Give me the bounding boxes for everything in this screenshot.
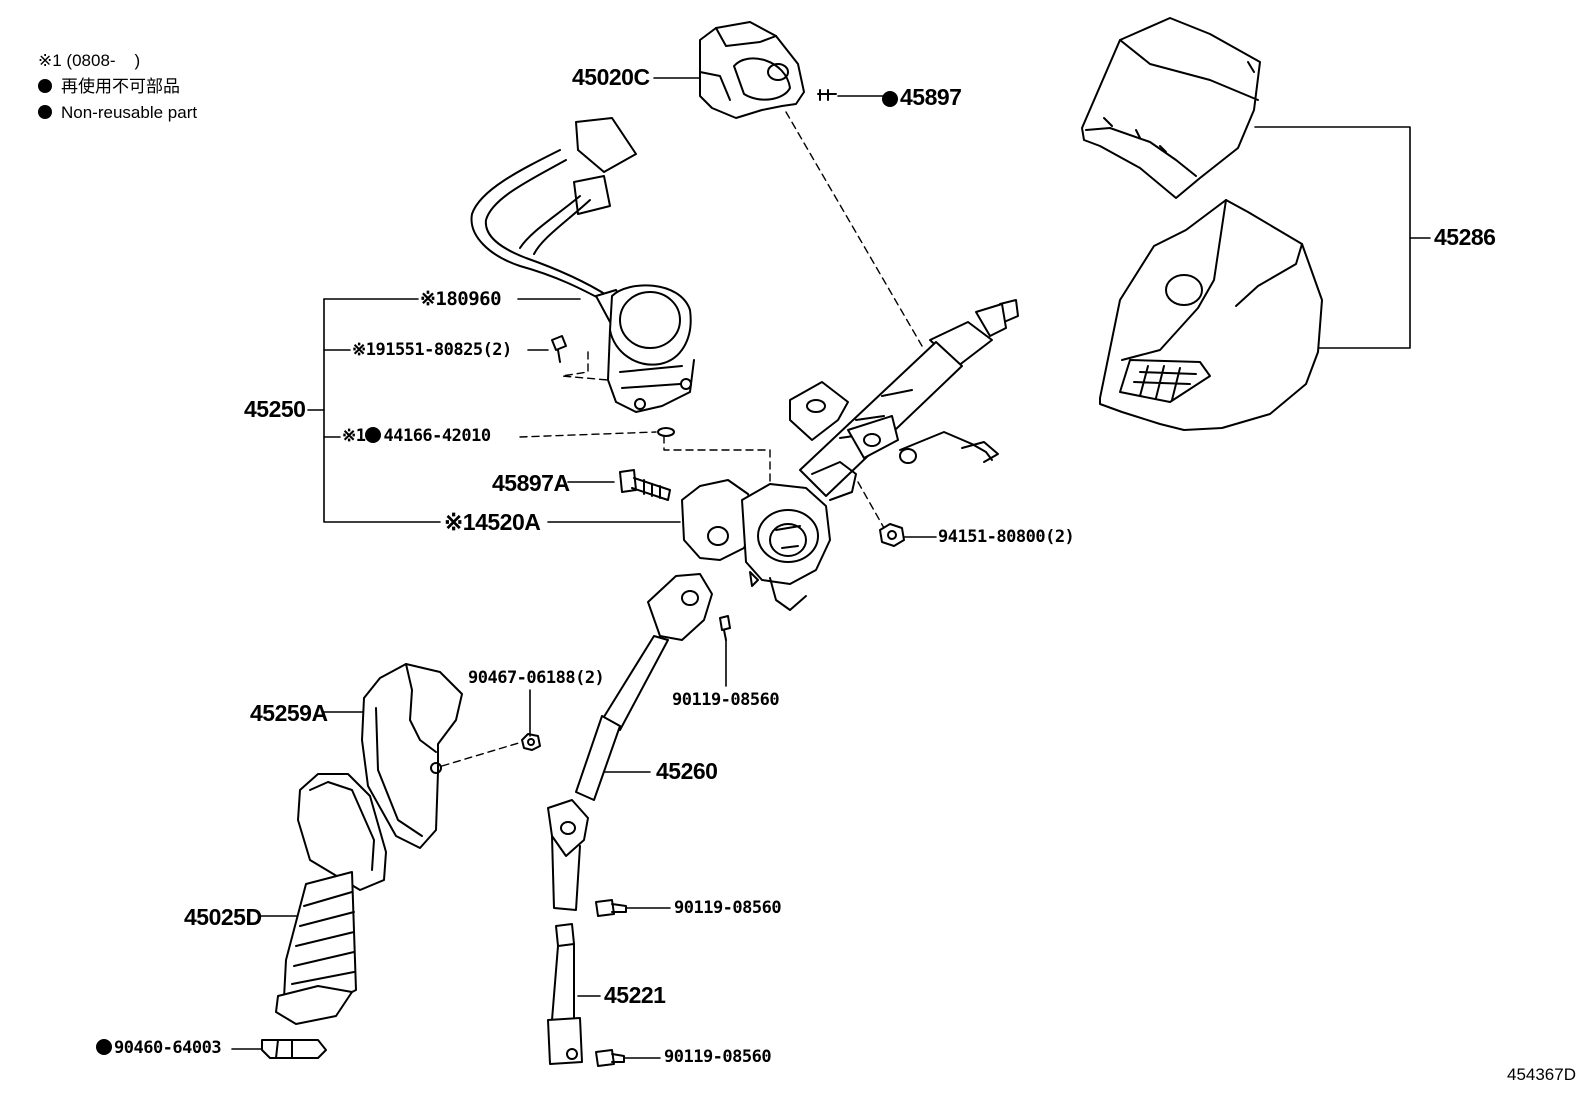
non-reusable-dot-icon bbox=[882, 91, 898, 107]
label-44166-mark: ※1 bbox=[342, 426, 366, 446]
part-45260-drawing bbox=[547, 573, 731, 911]
label-90119-08560-upper[interactable]: 90119-08560 bbox=[672, 690, 780, 710]
label-45221[interactable]: 45221 bbox=[604, 982, 666, 1008]
label-90460-text: 90460-64003 bbox=[114, 1038, 222, 1058]
label-44166-42010[interactable]: ※1 44166-42010 bbox=[342, 426, 491, 446]
label-94151-80800[interactable]: 94151-80800(2) bbox=[938, 527, 1075, 547]
non-reusable-dot-icon bbox=[365, 427, 382, 443]
label-45250[interactable]: 45250 bbox=[244, 396, 306, 422]
part-45259A-drawing bbox=[361, 663, 463, 849]
fasteners-drawing bbox=[521, 733, 627, 1067]
label-45260[interactable]: 45260 bbox=[656, 758, 718, 784]
label-80960[interactable]: ※180960 bbox=[420, 288, 502, 310]
label-45897A[interactable]: 45897A bbox=[492, 470, 570, 496]
part-80960-drawing bbox=[470, 117, 695, 437]
legend-non-reusable-en: Non-reusable part bbox=[38, 100, 197, 126]
part-45221-drawing bbox=[547, 923, 583, 1065]
label-90467-06188[interactable]: 90467-06188(2) bbox=[468, 668, 605, 688]
part-4520A-drawing bbox=[619, 469, 831, 611]
label-91551-80825[interactable]: ※191551-80825(2) bbox=[352, 340, 512, 360]
label-4520A[interactable]: ※14520A bbox=[444, 509, 541, 535]
steering-column-tube-drawing bbox=[789, 299, 1019, 501]
dashed-lines bbox=[441, 111, 923, 767]
legend: ※1 (0808- ) 再使用不可部品 Non-reusable part bbox=[38, 48, 197, 126]
drawing-code: 454367D bbox=[1506, 1065, 1576, 1084]
bullet-icon bbox=[38, 79, 52, 93]
label-90119-08560-lower[interactable]: 90119-08560 bbox=[664, 1047, 772, 1067]
leader-lines bbox=[231, 77, 1431, 1059]
label-44166-text: 44166-42010 bbox=[383, 426, 491, 446]
legend-non-reusable-en-text: Non-reusable part bbox=[61, 103, 198, 122]
legend-non-reusable-ja: 再使用不可部品 bbox=[38, 74, 197, 100]
legend-note-1: ※1 (0808- ) bbox=[38, 51, 141, 70]
label-90460-64003[interactable]: 90460-64003 bbox=[96, 1038, 222, 1058]
part-45020C-drawing bbox=[699, 21, 837, 119]
legend-non-reusable-ja-text: 再使用不可部品 bbox=[61, 77, 180, 96]
part-45025D-drawing bbox=[261, 773, 387, 1059]
non-reusable-dot-icon bbox=[96, 1039, 112, 1055]
label-45897[interactable]: 45897 bbox=[882, 84, 962, 111]
label-45020C[interactable]: 45020C bbox=[572, 64, 650, 90]
part-45286-drawing bbox=[1081, 17, 1323, 431]
label-90119-08560-middle[interactable]: 90119-08560 bbox=[674, 898, 782, 918]
part-94151-drawing bbox=[879, 523, 905, 547]
label-45286[interactable]: 45286 bbox=[1434, 224, 1496, 250]
label-45025D[interactable]: 45025D bbox=[184, 904, 262, 930]
label-45259A[interactable]: 45259A bbox=[250, 700, 328, 726]
label-45897-text: 45897 bbox=[900, 84, 962, 110]
bullet-icon bbox=[38, 105, 52, 119]
